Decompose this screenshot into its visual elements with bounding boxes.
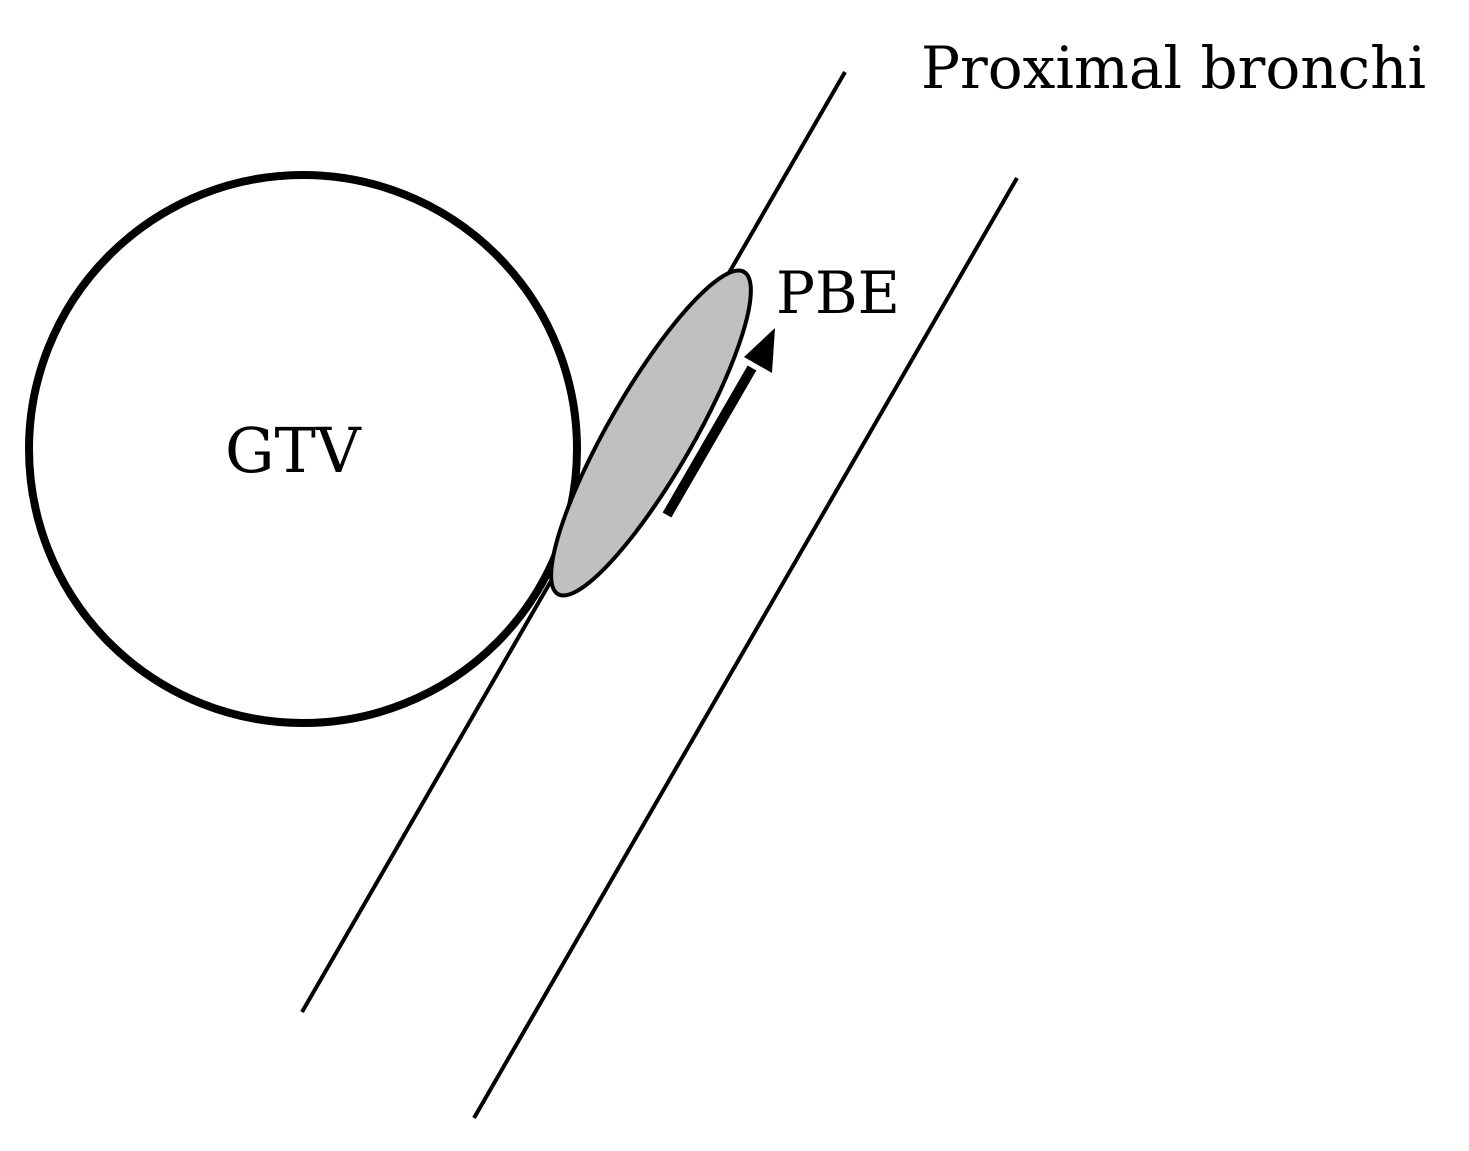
gtv-label: GTV: [225, 414, 362, 487]
pbe-label: PBE: [776, 259, 900, 327]
pbe-ellipse: [549, 268, 753, 598]
direction-arrow-shaft: [662, 365, 757, 518]
proximal-bronchi-label: Proximal bronchi: [921, 34, 1426, 102]
direction-arrow-head: [744, 328, 775, 373]
bronchus-wall-right: [472, 176, 1019, 1120]
gtv-circle: [25, 171, 581, 727]
